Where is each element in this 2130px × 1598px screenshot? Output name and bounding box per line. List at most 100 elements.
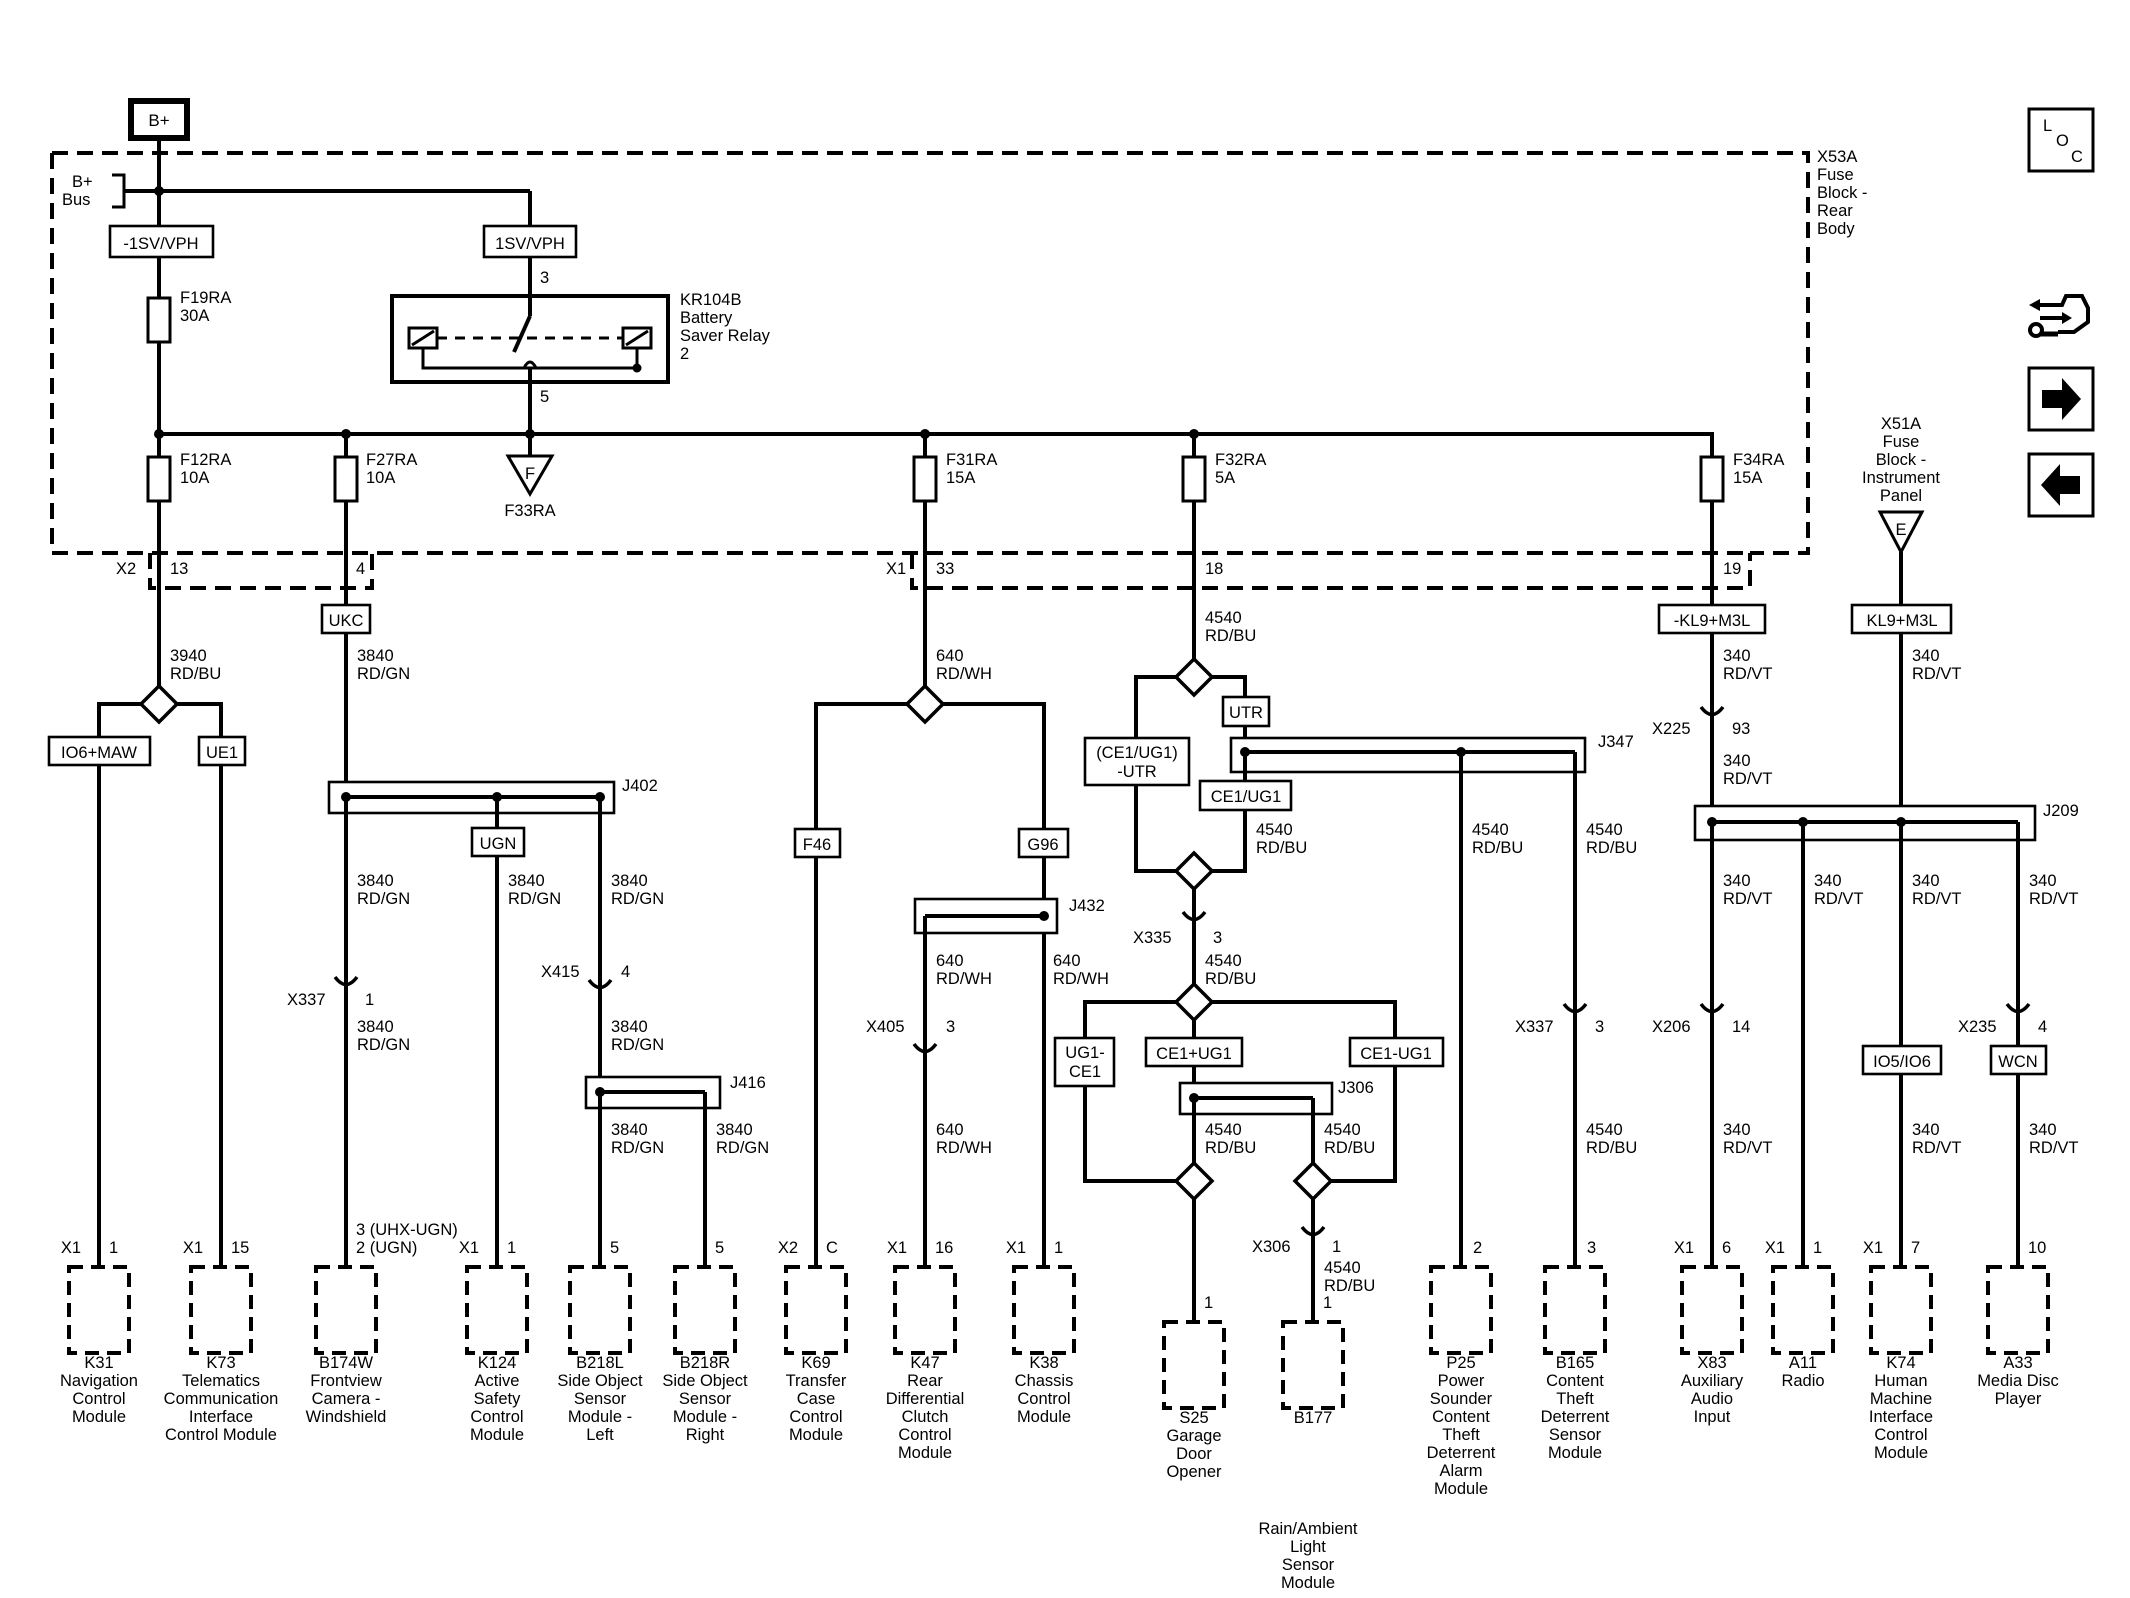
component-name-line: Light [1290, 1538, 1326, 1556]
component-name-line: Windshield [306, 1408, 387, 1426]
component-connector: X1 [1674, 1239, 1694, 1257]
component-name-line: Sensor [1549, 1426, 1602, 1444]
splice-diamond-640 [904, 683, 946, 725]
inline-x235-id: X235 [1958, 1018, 1997, 1036]
fuse-f34ra-id: F34RA [1733, 451, 1784, 469]
arrow-left-icon[interactable] [2027, 452, 2095, 518]
component-connector: X1 [887, 1239, 907, 1257]
splice-j347-label: J347 [1598, 733, 1634, 751]
inline-x206 [1699, 1002, 1725, 1014]
connector-view-icon[interactable] [2028, 294, 2090, 338]
inline-x306 [1300, 1225, 1326, 1237]
option-ce1-minus-ug1-label: CE1-UG1 [1360, 1045, 1432, 1063]
wire-340-color-c: RD/VT [1912, 665, 1962, 683]
block-connector-x2: X2 [116, 560, 136, 578]
svg-text:Block -: Block - [1817, 184, 1867, 202]
option-minus-1sv [108, 224, 215, 259]
inline-x415 [587, 978, 613, 990]
wire-4540-color-a: RD/BU [1205, 627, 1256, 645]
component-name-line: Case [797, 1390, 836, 1408]
component-p25[interactable]: 2P25PowerSounderContentTheftDeterrentAla… [1427, 1239, 1496, 1498]
component-name-line: Interface [189, 1408, 253, 1426]
component-id: K47 [910, 1354, 939, 1372]
inline-x337-b-id: X337 [1515, 1018, 1554, 1036]
relay-pin-out: 5 [540, 388, 549, 406]
wire-640-num-b: 640 [936, 952, 964, 970]
inline-x225 [1699, 705, 1725, 717]
component-pin: 6 [1722, 1239, 1731, 1257]
splice-j432-label: J432 [1069, 897, 1105, 915]
component-name-line: Human [1874, 1372, 1927, 1390]
wire-3940-num: 3940 [170, 647, 207, 665]
component-box [568, 1265, 632, 1355]
component-box [314, 1265, 378, 1355]
fuse-f27ra-id: F27RA [366, 451, 417, 469]
inline-x206-id: X206 [1652, 1018, 1691, 1036]
component-name-line: Side Object [557, 1372, 643, 1390]
component-box [189, 1265, 253, 1355]
inline-x335 [1181, 910, 1207, 922]
wire-340-num-j: 340 [2029, 1121, 2057, 1139]
wire-3840-color-b: RD/GN [357, 890, 410, 908]
option-ce1-ug1-utr-label-1: (CE1/UG1) [1096, 744, 1178, 762]
component-box [1986, 1265, 2050, 1355]
component-name-line: Module [72, 1408, 126, 1426]
wire-4540-num-h: 4540 [1586, 821, 1623, 839]
component-pin: 3 [1587, 1239, 1596, 1257]
component-connector: X1 [183, 1239, 203, 1257]
component-pin: 7 [1911, 1239, 1920, 1257]
option-ug1-ce1 [1053, 1036, 1116, 1088]
svg-text:Body: Body [1817, 220, 1855, 238]
locator-icon[interactable]: L O C [2027, 107, 2095, 173]
wire-640-color-c: RD/WH [1053, 970, 1109, 988]
wire-340-num-d: 340 [1723, 872, 1751, 890]
component-name-line: Garage [1166, 1427, 1221, 1445]
block-connector-x1: X1 [886, 560, 906, 578]
inline-x335-id: X335 [1133, 929, 1172, 947]
inline-x225-id: X225 [1652, 720, 1691, 738]
wire-4540-color-e: RD/BU [1324, 1139, 1375, 1157]
wire-4540-color-g: RD/BU [1472, 839, 1523, 857]
battery-source-label: B+ [148, 111, 169, 130]
option-f46-label: F46 [803, 836, 831, 854]
component-pin: 5 [610, 1239, 619, 1257]
component-id: B218R [680, 1354, 731, 1372]
fuse-f32ra-id: F32RA [1215, 451, 1266, 469]
wire-340-color-a: RD/VT [1723, 665, 1773, 683]
arrow-right-icon[interactable] [2027, 366, 2095, 432]
inline-x225-pin: 93 [1732, 720, 1750, 738]
fuse-f12ra [146, 455, 172, 503]
wire-4540-color-c: RD/BU [1205, 970, 1256, 988]
component-name-line: Deterrent [1541, 1408, 1610, 1426]
component-name-line: Module - [568, 1408, 632, 1426]
wire-340-color-f: RD/VT [1912, 890, 1962, 908]
wire-340-color-b: RD/VT [1723, 770, 1773, 788]
option-minus-kl9 [1657, 603, 1767, 635]
component-pin: 1 [507, 1239, 516, 1257]
f33ra-feed-letter: F [525, 465, 535, 483]
component-id: B165 [1556, 1354, 1595, 1372]
inline-x405-pin: 3 [946, 1018, 955, 1036]
locator-letter-o: O [2056, 132, 2069, 150]
component-name-line: Power [1438, 1372, 1485, 1390]
bus-label-1: B+ [72, 173, 93, 191]
option-plus-1sv-label: 1SV/VPH [495, 235, 565, 253]
